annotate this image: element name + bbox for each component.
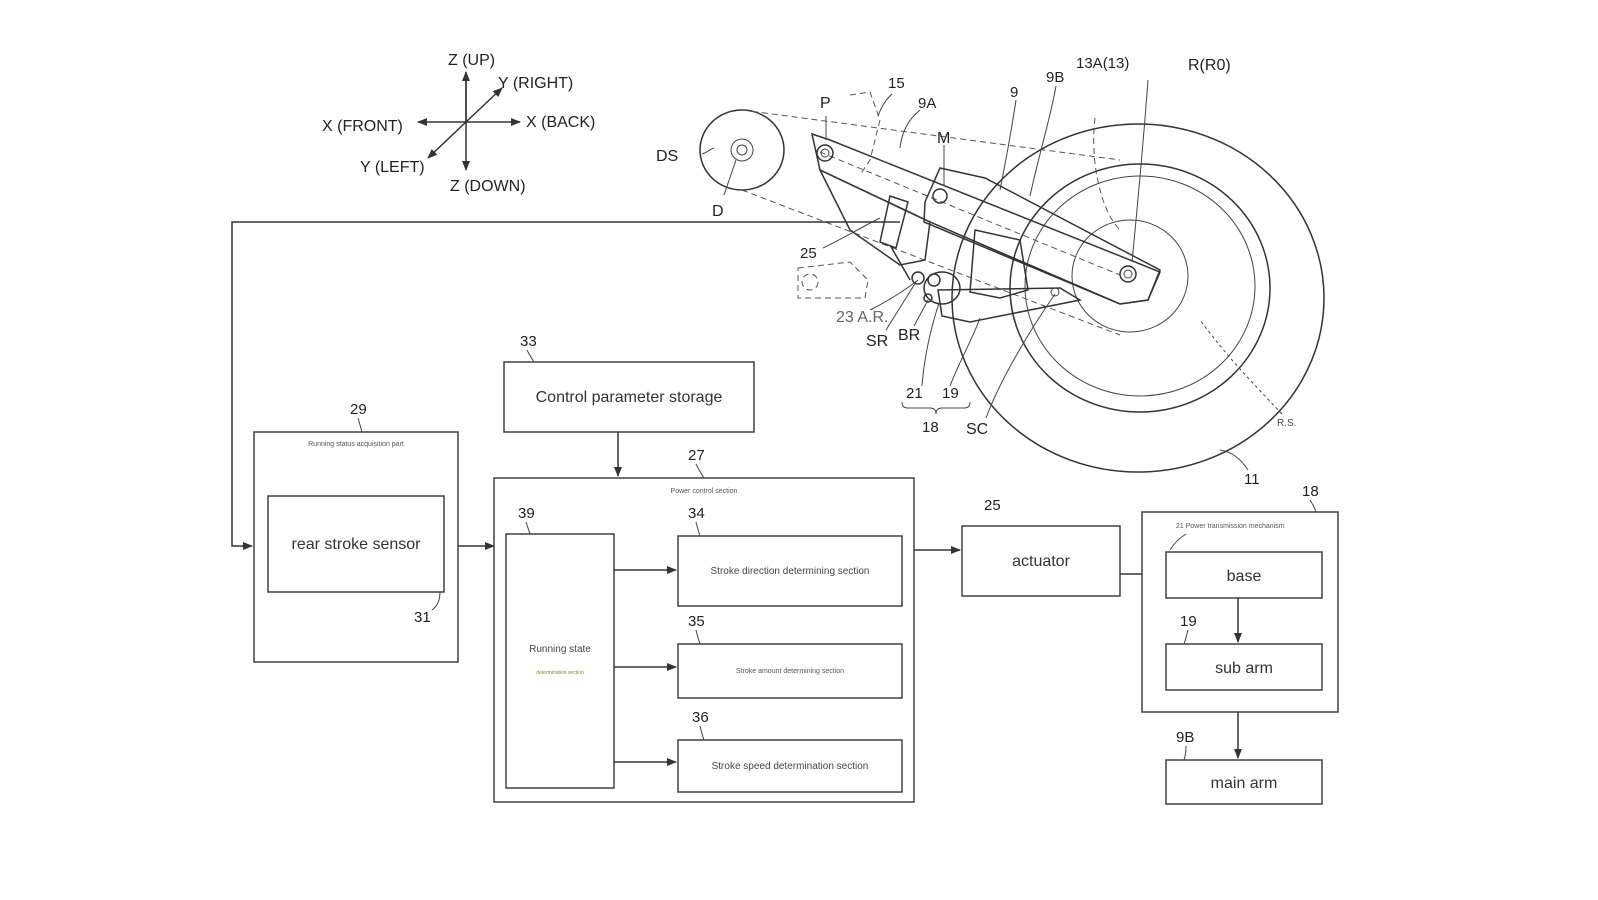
label-15: 15 (888, 75, 905, 92)
joint-sr (912, 272, 924, 284)
running-state-number: 39 (518, 505, 535, 522)
direction-label: Stroke direction determining section (711, 566, 870, 577)
leader-sr (886, 282, 916, 330)
label-9b: 9B (1046, 69, 1064, 86)
label-p: P (820, 95, 831, 112)
label-13a: 13A(13) (1076, 55, 1129, 72)
leader-9a (900, 110, 920, 148)
brace-18 (902, 402, 970, 414)
label-18: 18 (922, 419, 939, 436)
leader-15 (878, 94, 892, 116)
transmission-number: 18 (1302, 483, 1319, 500)
sub-arm-label: sub arm (1215, 660, 1273, 677)
pivot-m (933, 189, 947, 203)
sub-arm-number: 19 (1180, 613, 1197, 630)
label-21: 21 (906, 385, 923, 402)
label-sr: SR (866, 333, 888, 350)
storage-leader (527, 350, 534, 362)
acquisition-number: 29 (350, 401, 367, 418)
drive-sprocket (700, 110, 784, 190)
leader-ar (870, 280, 918, 310)
axis-cross: Z (UP) Y (RIGHT) X (FRONT) X (BACK) Y (L… (322, 52, 595, 195)
axis-y-right-label: Y (RIGHT) (498, 75, 573, 92)
chain-guard-line (1094, 118, 1120, 230)
acquisition-leader (358, 418, 362, 432)
label-m: M (937, 130, 950, 147)
leader-br (914, 300, 928, 326)
joint-ar (928, 274, 940, 286)
label-9a: 9A (918, 95, 936, 112)
transmission-label: 21 Power transmission mechanism (1176, 523, 1285, 530)
mount-bolt (802, 274, 818, 290)
storage-number: 33 (520, 333, 537, 350)
sensor-number: 31 (414, 609, 431, 626)
speed-label: Stroke speed determination section (712, 761, 869, 772)
amount-label: Stroke amount determining section (736, 668, 844, 675)
link-bracket (820, 170, 930, 265)
label-11: 11 (1244, 471, 1260, 488)
power-leader (696, 464, 704, 478)
leader-9 (1000, 100, 1016, 190)
label-19: 19 (942, 385, 959, 402)
axis-y-left-label: Y (LEFT) (360, 159, 425, 176)
transmission-leader (1310, 500, 1316, 512)
axis-z-up-label: Z (UP) (448, 52, 495, 69)
axis-x-back-label: X (BACK) (526, 114, 595, 131)
label-rs: R.S. (1277, 418, 1296, 429)
arm-centerline (820, 152, 1120, 275)
label-25: 25 (800, 245, 817, 262)
axle-r-inner (1124, 270, 1132, 278)
y-right-arrow (466, 88, 502, 122)
shock-body (970, 230, 1028, 298)
running-state-sublabel: determination section (536, 670, 584, 676)
running-state-determination-block (506, 534, 614, 788)
axis-x-front-label: X (FRONT) (322, 118, 403, 135)
leader-21 (922, 300, 940, 386)
power-number: 27 (688, 447, 705, 464)
control-block-diagram: Control parameter storage 33 Running sta… (232, 222, 1338, 804)
label-ds: DS (656, 148, 678, 165)
main-arm-leader (1184, 746, 1186, 760)
sprocket-hub-outer (731, 139, 753, 161)
swing-arm-9a (812, 134, 1160, 304)
label-sc: SC (966, 421, 988, 438)
axle-r (1120, 266, 1136, 282)
base-label: base (1227, 568, 1262, 585)
axis-z-down-label: Z (DOWN) (450, 178, 526, 195)
storage-label: Control parameter storage (536, 389, 723, 406)
speed-number: 36 (692, 709, 709, 726)
wheel-hub (1072, 220, 1188, 332)
main-arm-label: main arm (1211, 775, 1278, 792)
leader-ds (702, 148, 714, 154)
label-ar: 23 A.R. (836, 309, 888, 326)
frame-outline-15 (850, 92, 880, 175)
label-9: 9 (1010, 84, 1018, 101)
actuator-number: 25 (984, 497, 1001, 514)
label-r: R(R0) (1188, 57, 1231, 74)
label-d: D (712, 203, 724, 220)
leader-r (1132, 80, 1148, 262)
power-label: Power control section (671, 488, 738, 495)
actuator-rod (890, 245, 910, 280)
amount-number: 35 (688, 613, 705, 630)
leader-9b (1030, 86, 1056, 196)
sprocket-hub-inner (737, 145, 747, 155)
direction-number: 34 (688, 505, 705, 522)
swingarm-mechanism-drawing: P 15 9A M 9 9B 13A(13) R(R0) DS D 25 23 … (656, 55, 1324, 488)
acquisition-label: Running status acquisition part (308, 441, 404, 448)
y-left-arrow (428, 122, 466, 158)
label-br: BR (898, 327, 920, 344)
mount-bracket (798, 262, 868, 298)
main-arm-number: 9B (1176, 729, 1194, 746)
actuator-label: actuator (1012, 553, 1070, 570)
pivot-p (817, 145, 833, 161)
sensor-label: rear stroke sensor (292, 536, 422, 553)
running-state-label: Running state (529, 644, 591, 655)
wheel-rim-inner (1025, 176, 1255, 396)
